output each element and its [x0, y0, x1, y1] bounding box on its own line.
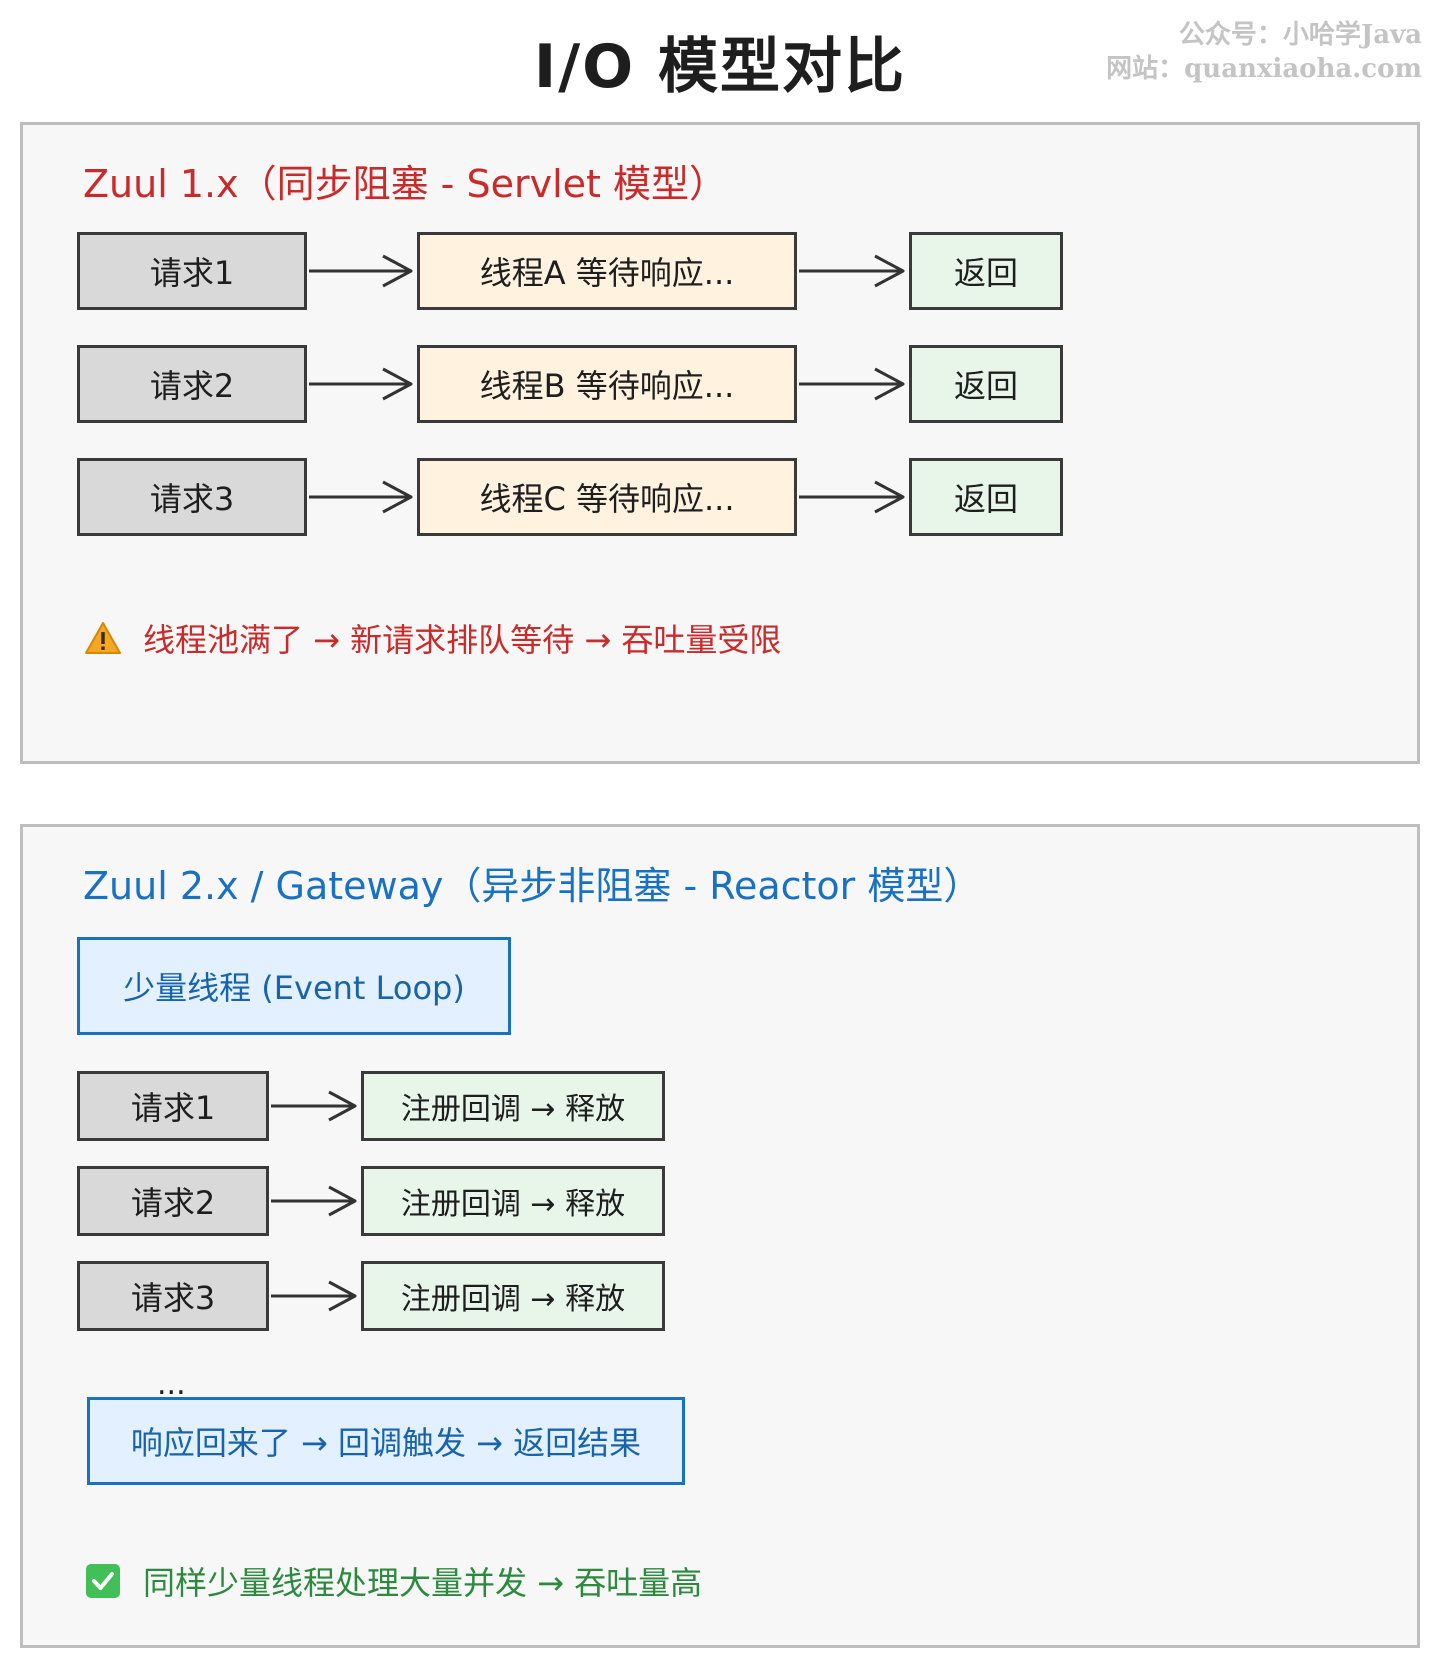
return-box: 返回 [909, 232, 1063, 310]
thread-waiting-box: 线程C 等待响应... [417, 458, 797, 536]
thread-waiting-box: 线程A 等待响应... [417, 232, 797, 310]
request-box: 请求2 [77, 345, 307, 423]
warning-icon [85, 621, 121, 655]
return-box: 返回 [909, 345, 1063, 423]
sync-model-panel: Zuul 1.x（同步阻塞 - Servlet 模型） 请求1 线程A 等待响应… [20, 122, 1420, 764]
arrow-icon [799, 254, 905, 288]
request-box: 请求1 [77, 1071, 269, 1141]
request-box: 请求2 [77, 1166, 269, 1236]
thread-waiting-box: 线程B 等待响应... [417, 345, 797, 423]
request-box: 请求3 [77, 458, 307, 536]
register-callback-box: 注册回调 → 释放 [361, 1261, 665, 1331]
sync-panel-title: Zuul 1.x（同步阻塞 - Servlet 模型） [83, 162, 727, 206]
sync-warning-note: 线程池满了 → 新请求排队等待 → 吞吐量受限 [85, 615, 781, 661]
arrow-icon [271, 1280, 357, 1312]
register-callback-box: 注册回调 → 释放 [361, 1071, 665, 1141]
async-success-note: 同样少量线程处理大量并发 → 吞吐量高 [85, 1558, 702, 1604]
arrow-icon [309, 480, 413, 514]
arrow-icon [799, 480, 905, 514]
async-panel-title: Zuul 2.x / Gateway（异步非阻塞 - Reactor 模型） [83, 864, 982, 908]
request-box: 请求1 [77, 232, 307, 310]
request-box: 请求3 [77, 1261, 269, 1331]
event-loop-box: 少量线程 (Event Loop) [77, 937, 511, 1035]
arrow-icon [271, 1090, 357, 1122]
callback-flow-box: 响应回来了 → 回调触发 → 返回结果 [87, 1397, 685, 1485]
page-title: I/O 模型对比 [533, 32, 907, 102]
sync-warning-text: 线程池满了 → 新请求排队等待 → 吞吐量受限 [143, 621, 782, 659]
return-box: 返回 [909, 458, 1063, 536]
async-success-text: 同样少量线程处理大量并发 → 吞吐量高 [143, 1564, 703, 1602]
arrow-icon [309, 367, 413, 401]
watermark-website: 网站：quanxiaoha.com [1106, 54, 1422, 84]
register-callback-box: 注册回调 → 释放 [361, 1166, 665, 1236]
arrow-icon [799, 367, 905, 401]
arrow-icon [271, 1185, 357, 1217]
watermark-account: 公众号：小哈学Java [1178, 20, 1422, 50]
more-requests-ellipsis: ... [157, 1367, 186, 1402]
async-model-panel: Zuul 2.x / Gateway（异步非阻塞 - Reactor 模型） 少… [20, 824, 1420, 1648]
check-icon [85, 1563, 121, 1599]
arrow-icon [309, 254, 413, 288]
watermark: 公众号：小哈学Java 网站：quanxiaoha.com [1106, 18, 1422, 86]
